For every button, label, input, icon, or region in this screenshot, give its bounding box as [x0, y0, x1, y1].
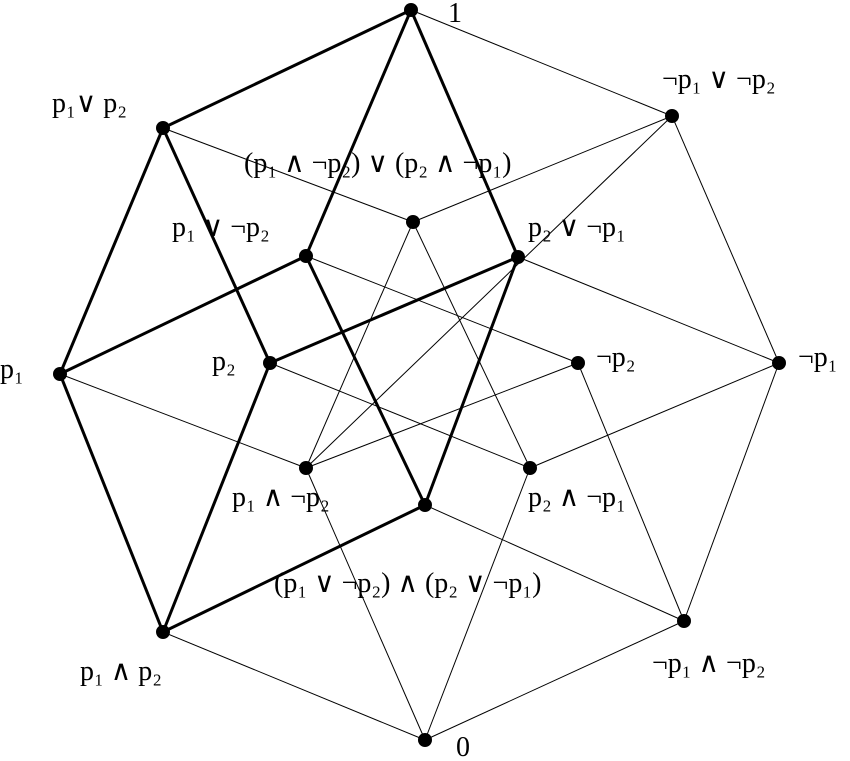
lattice-nodes — [53, 3, 786, 747]
node-b2 — [511, 250, 525, 264]
node-c — [406, 215, 420, 229]
edge-a2-d1 — [305, 115, 673, 469]
label-notp2: ¬p₂ — [596, 342, 636, 373]
edge-np2-f2 — [577, 362, 685, 622]
edge-d1-bot — [305, 467, 426, 741]
label-p1-and-notp2: p₁ ∧ ¬p₂ — [232, 482, 330, 513]
label-bottom: 0 — [456, 732, 470, 761]
edge-a2-c — [412, 115, 673, 223]
node-d2 — [523, 461, 537, 475]
label-notp1-or-notp2: ¬p₁ ∨ ¬p₂ — [662, 64, 776, 95]
label-xor: (p₁ ∧ ¬p₂) ∨ (p₂ ∧ ¬p₁) — [244, 148, 511, 179]
label-iff: (p₁ ∨ ¬p₂) ∧ (p₂ ∨ ¬p₁) — [274, 568, 541, 599]
node-p2 — [263, 356, 277, 370]
lattice-edges — [58, 8, 780, 741]
edge-top-b1 — [304, 9, 413, 257]
edge-a1-c — [162, 127, 414, 223]
node-a2 — [665, 109, 679, 123]
edge-np1-d2 — [529, 362, 780, 469]
edge-e-f1 — [162, 503, 426, 634]
node-b1 — [299, 249, 313, 263]
edge-a1-p1 — [58, 127, 165, 375]
edge-p2-f1 — [161, 362, 272, 633]
edge-b2-e — [423, 256, 520, 506]
label-p2-and-notp1: p₂ ∧ ¬p₁ — [528, 482, 626, 513]
edge-e-f2 — [424, 504, 685, 622]
node-f2 — [677, 614, 691, 628]
label-notp1: ¬p₁ — [798, 342, 838, 373]
edge-b1-p1 — [59, 254, 307, 376]
node-e — [418, 498, 432, 512]
edge-a1-p2 — [161, 127, 272, 364]
node-np1 — [772, 356, 786, 370]
edge-top-a1 — [162, 8, 412, 130]
edge-f1-bot — [162, 631, 426, 741]
label-p1-and-p2: p₁ ∧ p₂ — [80, 656, 162, 687]
edge-c-d2 — [412, 221, 531, 469]
label-p1-or-notp2: p₁ ∨ ¬p₂ — [172, 212, 270, 243]
label-p2-or-notp1: p₂ ∨ ¬p₁ — [528, 212, 626, 243]
edge-np1-f2 — [683, 362, 780, 622]
edge-b1-e — [304, 255, 427, 506]
edge-top-a2 — [410, 9, 673, 117]
label-top: 1 — [448, 0, 462, 29]
edge-p2-d2 — [269, 362, 531, 469]
edge-p1-d1 — [59, 373, 307, 469]
edge-top-b2 — [409, 9, 520, 258]
edge-b2-np1 — [517, 256, 780, 364]
edge-p1-f1 — [58, 373, 165, 633]
node-p1 — [53, 367, 67, 381]
label-p2: p₂ — [212, 346, 236, 377]
label-p1: p₁ — [0, 354, 24, 385]
edge-np2-d1 — [305, 362, 579, 469]
edge-c-d1 — [305, 221, 414, 469]
node-a1 — [156, 121, 170, 135]
node-d1 — [299, 461, 313, 475]
node-bot — [418, 733, 432, 747]
node-np2 — [571, 356, 585, 370]
node-f1 — [156, 625, 170, 639]
edge-f2-bot — [424, 620, 685, 741]
edge-b2-p2 — [269, 255, 519, 365]
label-notp1-and-notp2: ¬p₁ ∧ ¬p₂ — [652, 648, 766, 679]
edge-a2-np1 — [671, 115, 780, 364]
edge-b1-np2 — [305, 255, 579, 364]
edge-d2-bot — [424, 467, 531, 741]
label-p1-or-p2: p₁∨ p₂ — [52, 88, 127, 119]
node-top — [404, 3, 418, 17]
